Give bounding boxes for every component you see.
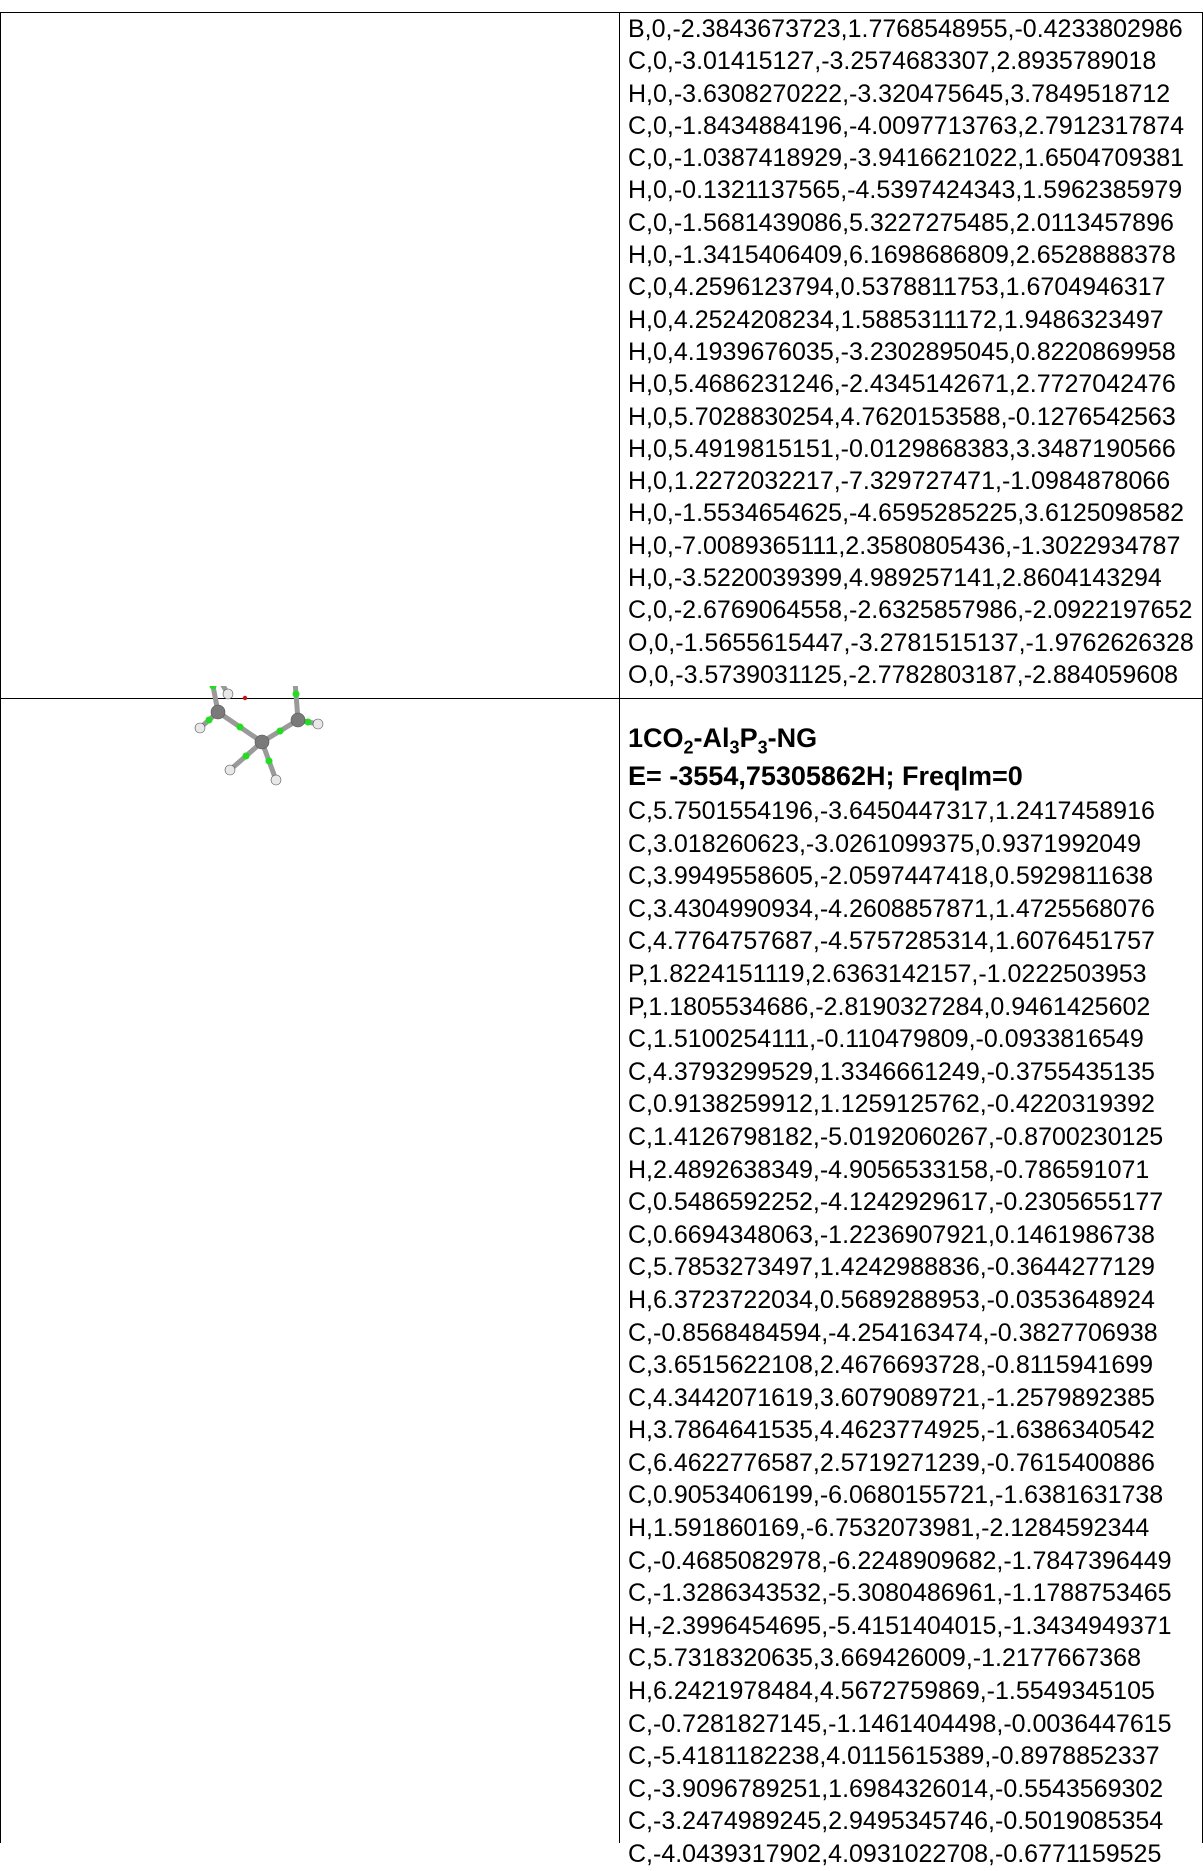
- coordinate-line: C,-3.9096789251,1.6984326014,-0.55435693…: [628, 1774, 1164, 1803]
- bond-critical-point: [242, 752, 250, 760]
- coordinate-line: O,0,-3.5739031125,-2.7782803187,-2.88405…: [628, 660, 1179, 689]
- coordinate-line: H,6.3723722034,0.5689288953,-0.035364892…: [628, 1285, 1155, 1314]
- table-column-divider: [619, 12, 620, 1843]
- coordinate-line: O,0,-1.5655615447,-3.2781515137,-1.97626…: [628, 628, 1194, 657]
- coordinate-line: H,-2.3996454695,-5.4151404015,-1.3434949…: [628, 1611, 1172, 1640]
- coordinate-line: C,1.4126798182,-5.0192060267,-0.87002301…: [628, 1122, 1164, 1151]
- coordinate-line: C,0.9138259912,1.1259125762,-0.422031939…: [628, 1090, 1155, 1119]
- coordinate-line: C,5.7501554196,-3.6450447317,1.241745891…: [628, 797, 1155, 825]
- atom-c: [290, 712, 306, 728]
- coordinate-line: C,5.7853273497,1.4242988836,-0.364427712…: [628, 1253, 1155, 1282]
- bond-critical-point: [276, 727, 284, 735]
- coordinate-line: C,-1.3286343532,-5.3080486961,-1.1788753…: [628, 1579, 1172, 1608]
- coordinate-line: C,5.7318320635,3.669426009,-1.2177667368: [628, 1644, 1141, 1673]
- coordinate-line: H,0,5.7028830254,4.7620153588,-0.1276542…: [628, 402, 1176, 431]
- bond: [220, 686, 231, 697]
- entry-cell: 1CO2-Al3P3-NG E= -3554,75305862H; FreqIm…: [628, 719, 1203, 1871]
- atom-h: [312, 718, 324, 730]
- atom-h: [270, 774, 282, 786]
- coordinate-line: C,0,-1.0387418929,-3.9416621022,1.650470…: [628, 144, 1185, 173]
- bond-critical-point: [209, 686, 217, 690]
- table-row-divider: [0, 698, 1203, 699]
- bond-critical-point: [304, 718, 312, 726]
- coordinate-line: B,0,-2.3843673723,1.7768548955,-0.423380…: [628, 15, 1183, 43]
- data-table: [0, 12, 1203, 1844]
- coordinate-line: C,0,-1.5681439086,5.3227275485,2.0113457…: [628, 208, 1174, 237]
- coordinate-line: H,0,5.4919815151,-0.0129868383,3.3487190…: [628, 434, 1176, 463]
- molecule-image: [194, 686, 324, 786]
- entry-energy: E= -3554,75305862H; FreqIm=0: [628, 761, 1023, 791]
- coordinate-line: C,1.5100254111,-0.110479809,-0.093381654…: [628, 1025, 1144, 1054]
- coordinate-line: C,0,4.2596123794,0.5378811753,1.67049463…: [628, 273, 1166, 302]
- atom-c: [210, 704, 226, 720]
- coordinate-line: H,1.591860169,-6.7532073981,-2.128459234…: [628, 1514, 1150, 1543]
- ring-critical-point: [242, 695, 248, 701]
- bond: [210, 686, 221, 715]
- coordinate-line: C,6.4622776587,2.5719271239,-0.761540088…: [628, 1448, 1155, 1477]
- coordinate-line: H,0,-3.5220039399,4.989257141,2.86041432…: [628, 564, 1162, 593]
- entry-title: 1CO2-Al3P3-NG: [628, 723, 818, 758]
- coordinate-line: P,1.8224151119,2.6363142157,-1.022250395…: [628, 959, 1147, 988]
- coordinate-line: C,0,-1.8434884196,-4.0097713763,2.791231…: [628, 111, 1185, 140]
- coordinate-line: C,0.5486592252,-4.1242929617,-0.23056551…: [628, 1188, 1164, 1217]
- coordinate-line: C,0.9053406199,-6.0680155721,-1.63816317…: [628, 1481, 1164, 1510]
- atom-h: [224, 764, 236, 776]
- coordinate-line: C,4.7764757687,-4.5757285314,1.607645175…: [628, 927, 1155, 956]
- coordinate-line: C,-3.2474989245,2.9495345746,-0.50190853…: [628, 1807, 1164, 1836]
- coordinate-line: C,4.3793299529,1.3346661249,-0.375543513…: [628, 1057, 1155, 1086]
- bond-critical-point: [236, 723, 244, 731]
- atom-c: [254, 734, 270, 750]
- top-cell-coordinates: B,0,-2.3843673723,1.7768548955,-0.423380…: [628, 13, 1203, 691]
- table-left-border: [0, 12, 1, 1843]
- coordinate-line: C,3.9949558605,-2.0597447418,0.592981163…: [628, 862, 1154, 891]
- bond-critical-point: [205, 716, 213, 724]
- coordinate-line: C,3.4304990934,-4.2608857871,1.472556807…: [628, 894, 1155, 923]
- coordinate-line: C,-0.7281827145,-1.1461404498,-0.0036447…: [628, 1709, 1172, 1738]
- coordinate-line: C,-0.4685082978,-6.2248909682,-1.7847396…: [628, 1546, 1172, 1575]
- coordinate-line: C,4.3442071619,3.6079089721,-1.257989238…: [628, 1383, 1155, 1412]
- coordinate-line: C,3.018260623,-3.0261099375,0.9371992049: [628, 829, 1141, 858]
- coordinate-line: H,0,-3.6308270222,-3.320475645,3.7849518…: [628, 79, 1171, 108]
- coordinate-line: H,0,4.2524208234,1.5885311172,1.94863234…: [628, 305, 1164, 334]
- coordinate-line: H,0,-1.3415406409,6.1698686809,2.6528888…: [628, 241, 1176, 270]
- atom-h: [222, 688, 234, 700]
- coordinate-line: C,3.6515622108,2.4676693728,-0.811594169…: [628, 1351, 1154, 1380]
- coordinate-line: C,-0.8568484594,-4.254163474,-0.38277069…: [628, 1318, 1158, 1347]
- coordinate-line: H,0,-7.0089365111,2.3580805436,-1.302293…: [628, 531, 1181, 560]
- coordinate-line: P,1.1805534686,-2.8190327284,0.946142560…: [628, 992, 1151, 1021]
- coordinate-line: H,0,1.2272032217,-7.329727471,-1.0984878…: [628, 467, 1171, 496]
- coordinate-line: H,6.2421978484,4.5672759869,-1.554934510…: [628, 1677, 1155, 1706]
- atom-h: [194, 722, 206, 734]
- coordinate-line: C,0,-2.6769064558,-2.6325857986,-2.09221…: [628, 596, 1193, 625]
- coordinate-line: H,2.4892638349,-4.9056533158,-0.78659107…: [628, 1155, 1150, 1184]
- coordinate-line: H,0,-0.1321137565,-4.5397424343,1.596238…: [628, 176, 1183, 205]
- coordinate-line: H,3.7864641535,4.4623774925,-1.638634054…: [628, 1416, 1155, 1445]
- bond-critical-point: [292, 690, 300, 698]
- entry-coordinates: C,5.7501554196,-3.6450447317,1.241745891…: [628, 795, 1203, 1871]
- coordinate-line: H,0,5.4686231246,-2.4345142671,2.7727042…: [628, 370, 1176, 399]
- coordinate-line: C,0.6694348063,-1.2236907921,0.146198673…: [628, 1220, 1155, 1249]
- coordinate-line: C,0,-3.01415127,-3.2574683307,2.89357890…: [628, 47, 1157, 76]
- coordinate-line: C,-5.4181182238,4.0115615389,-0.89788523…: [628, 1742, 1160, 1771]
- coordinate-line: H,0,4.1939676035,-3.2302895045,0.8220869…: [628, 337, 1176, 366]
- bond-critical-point: [265, 757, 273, 765]
- coordinate-line: H,0,-1.5534654625,-4.6595285225,3.612509…: [628, 499, 1185, 528]
